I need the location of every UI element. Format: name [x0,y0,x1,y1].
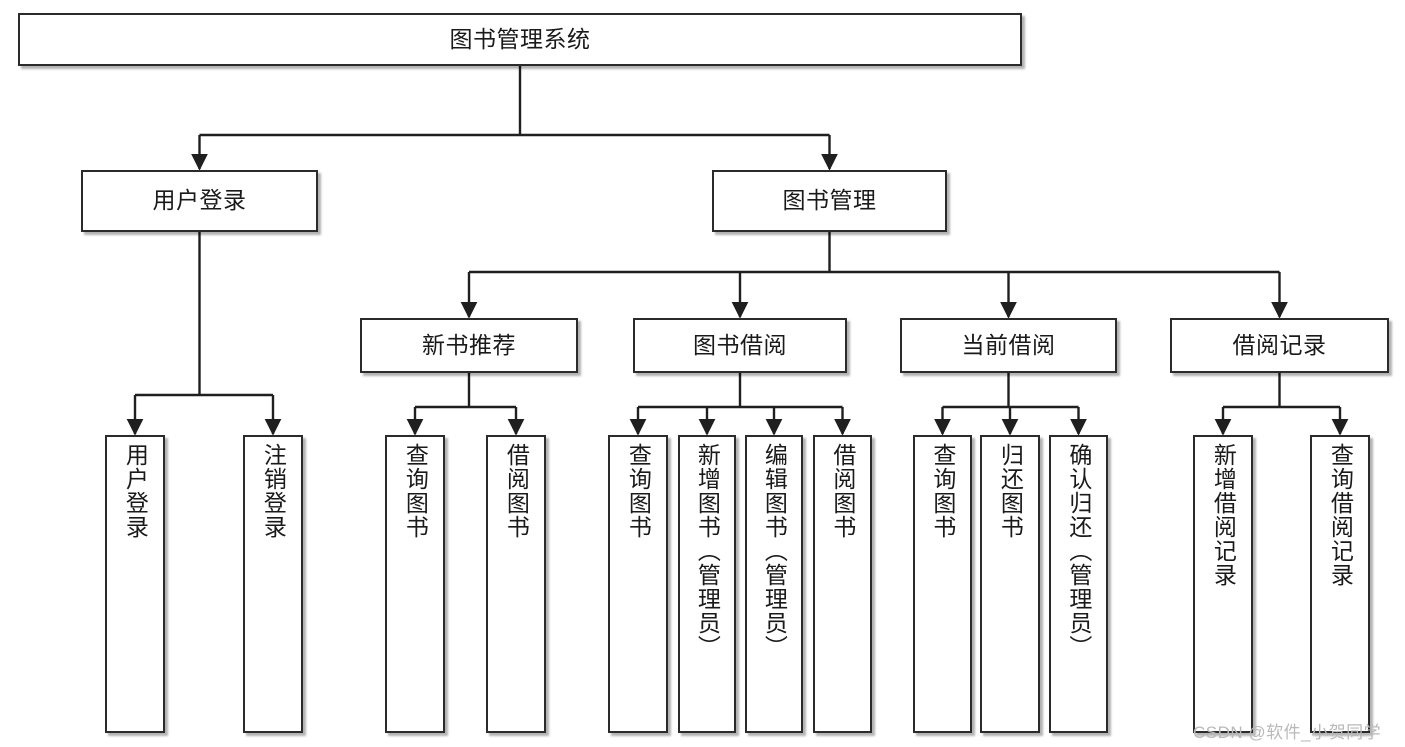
node-label-new-book-rec: 新书推荐 [422,331,516,358]
node-user-login[interactable]: 用户登录 [81,170,318,232]
node-book-manage[interactable]: 图书管理 [712,170,947,232]
node-leaf-rec-add[interactable]: 新增借阅记录 [1193,435,1253,733]
node-label-leaf-cur-confirm: 确认归还（管理员） [1065,443,1092,659]
node-label-user-login: 用户登录 [152,187,247,214]
node-label-leaf-borrow-query: 查询图书 [625,443,652,539]
node-label-current-borrow: 当前借阅 [961,331,1056,358]
node-leaf-rec-query[interactable]: 查询图书 [385,435,445,733]
watermark-label: CSDN @软件_小贺同学 [1193,723,1382,742]
node-label-leaf-rec-search: 查询借阅记录 [1327,443,1354,587]
node-leaf-cur-return[interactable]: 归还图书 [980,435,1040,733]
node-label-leaf-user-logout: 注销登录 [260,443,287,539]
node-label-borrow-record: 借阅记录 [1232,331,1327,358]
node-leaf-user-logout[interactable]: 注销登录 [243,435,303,733]
node-new-book-rec[interactable]: 新书推荐 [360,318,578,373]
node-leaf-borrow-query[interactable]: 查询图书 [608,435,668,733]
connector-lines [126,66,1349,436]
node-label-root: 图书管理系统 [449,25,591,52]
node-label-book-manage: 图书管理 [782,187,877,214]
node-label-leaf-borrow-edit: 编辑图书（管理员） [761,443,788,659]
node-leaf-borrow-edit[interactable]: 编辑图书（管理员） [745,435,803,733]
node-label-leaf-cur-return: 归还图书 [997,443,1024,539]
node-leaf-rec-borrow[interactable]: 借阅图书 [486,435,546,733]
node-label-leaf-cur-query: 查询图书 [929,443,956,539]
node-leaf-cur-confirm[interactable]: 确认归还（管理员） [1049,435,1108,733]
node-label-leaf-rec-borrow: 借阅图书 [503,443,530,539]
node-label-leaf-user-login: 用户登录 [122,443,149,539]
node-label-leaf-rec-query: 查询图书 [402,443,429,539]
node-leaf-borrow-lend[interactable]: 借阅图书 [813,435,872,733]
node-label-leaf-borrow-add: 新增图书（管理员） [694,443,721,659]
node-leaf-user-login[interactable]: 用户登录 [105,435,165,733]
node-root[interactable]: 图书管理系统 [18,13,1022,66]
node-label-book-borrow: 图书借阅 [693,331,787,358]
node-leaf-cur-query[interactable]: 查询图书 [913,435,972,733]
node-leaf-rec-search[interactable]: 查询借阅记录 [1310,435,1370,733]
node-label-leaf-rec-add: 新增借阅记录 [1210,443,1237,587]
node-book-borrow[interactable]: 图书借阅 [633,318,847,373]
node-label-leaf-borrow-lend: 借阅图书 [829,443,856,539]
node-current-borrow[interactable]: 当前借阅 [900,318,1117,373]
node-leaf-borrow-add[interactable]: 新增图书（管理员） [678,435,736,733]
node-borrow-record[interactable]: 借阅记录 [1170,318,1389,373]
